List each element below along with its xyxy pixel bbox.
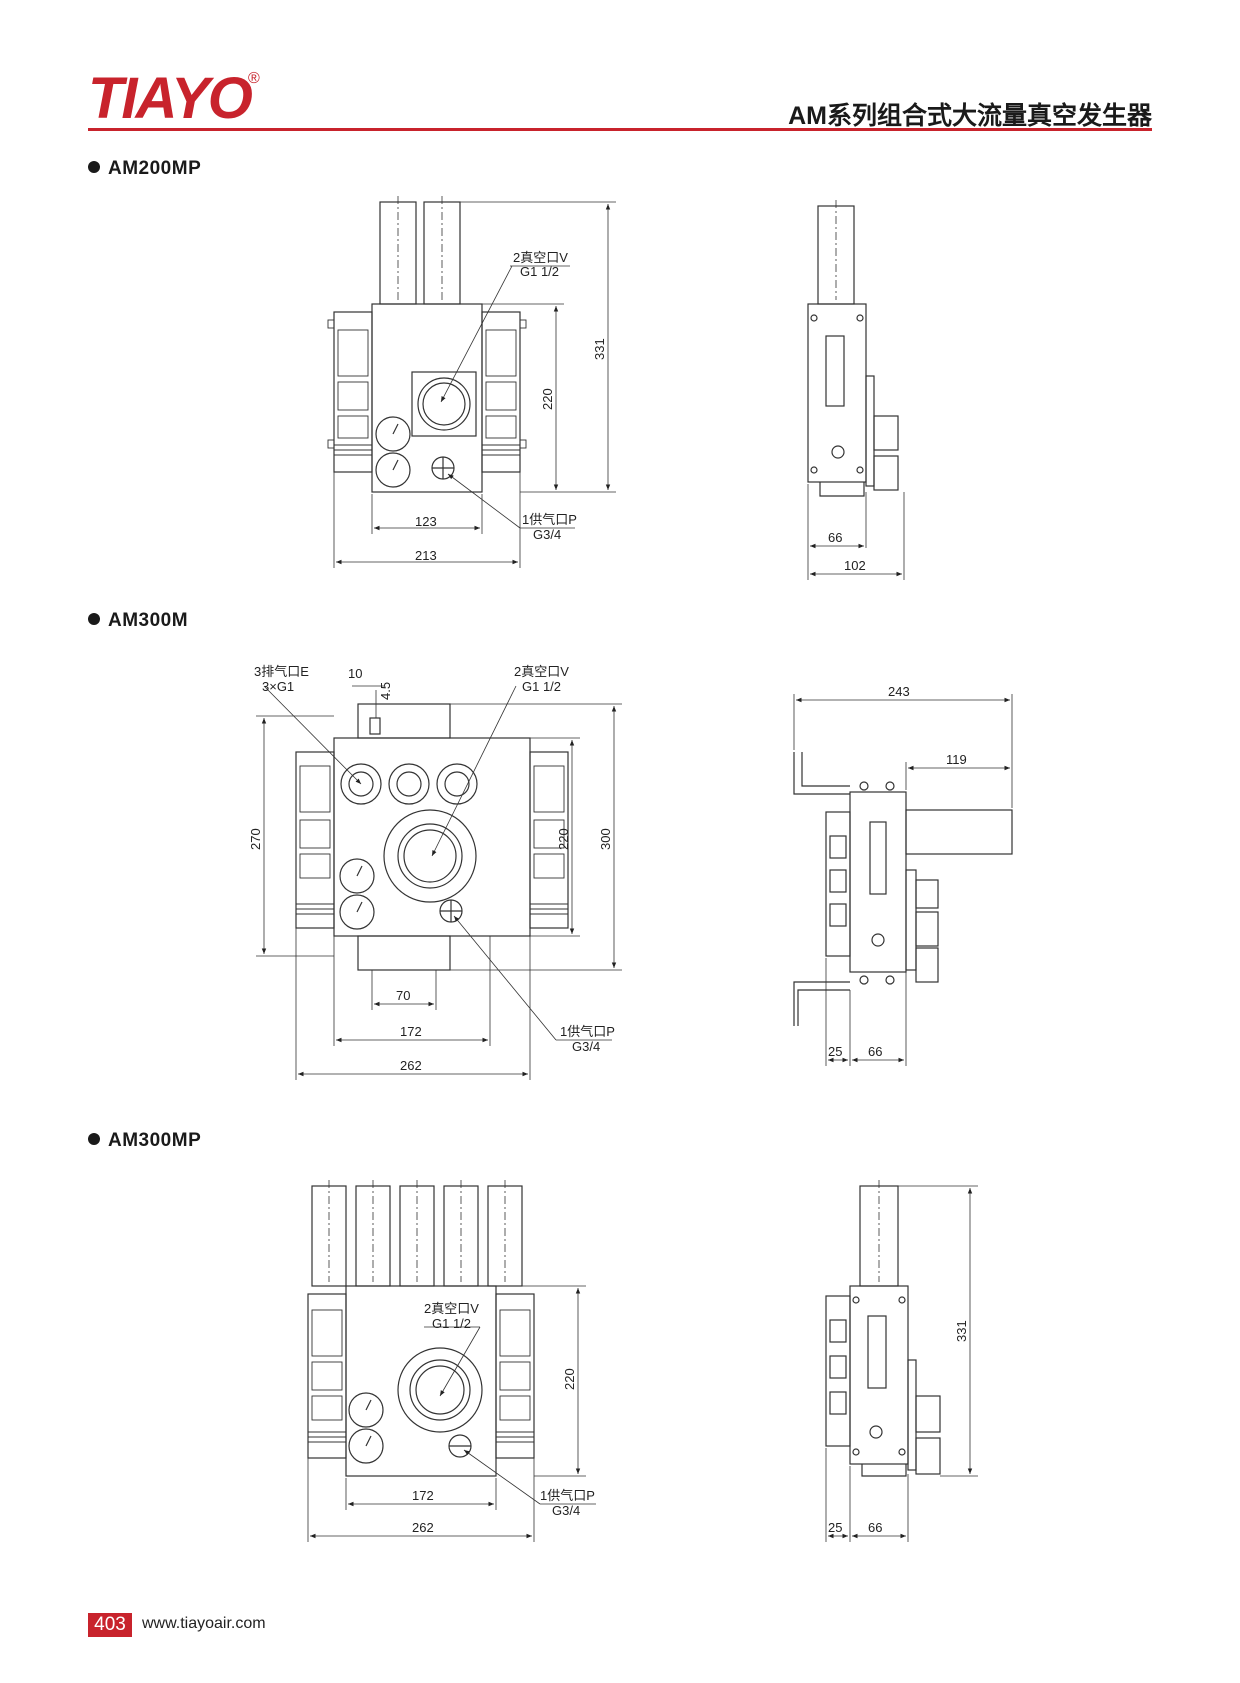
dim-300: 300 — [598, 828, 613, 850]
dim-119: 119 — [946, 752, 967, 767]
dim-10: 10 — [348, 666, 362, 681]
dim-262: 262 — [400, 1058, 422, 1073]
supply-thread-label: G3/4 — [572, 1039, 600, 1054]
vacuum-thread-label: G1 1/2 — [432, 1316, 471, 1331]
am300m-front-dims — [256, 685, 622, 1080]
dim-172: 172 — [412, 1488, 434, 1503]
section-title-text: AM300M — [108, 610, 189, 631]
vacuum-thread-label: G1 1/2 — [522, 679, 561, 694]
dim-66: 66 — [868, 1044, 882, 1059]
dim-66: 66 — [868, 1520, 882, 1535]
section-title-text: AM200MP — [108, 158, 202, 179]
am300mp-side-view — [825, 1180, 941, 1477]
exhaust-thread-label: 3×G1 — [262, 679, 294, 694]
am200mp-side-dims — [807, 484, 905, 580]
page-title: AM系列组合式大流量真空发生器 — [788, 102, 1152, 130]
vacuum-port-label: 2真空口V — [424, 1301, 479, 1316]
am300mp-side-dims — [825, 1185, 978, 1542]
am300mp-side-labels: 331 25 66 — [828, 1320, 969, 1535]
supply-port-label: 1供气口P — [540, 1488, 595, 1503]
am200mp-side-labels: 66 102 — [828, 530, 866, 573]
brand-logo: TIAYO — [88, 66, 253, 131]
dim-102: 102 — [844, 558, 866, 573]
supply-port-label: 1供气口P — [522, 512, 577, 527]
am300m-side-dims — [793, 694, 1013, 1066]
vacuum-port-label: 2真空口V — [514, 664, 569, 679]
dim-270: 270 — [248, 828, 263, 850]
am300m-side-view — [793, 752, 1013, 1026]
dim-66: 66 — [828, 530, 842, 545]
dim-25: 25 — [828, 1044, 842, 1059]
am300mp-front-dims — [307, 1285, 596, 1542]
vacuum-thread-label: G1 1/2 — [520, 264, 559, 279]
am200mp-front-dims — [333, 201, 616, 568]
supply-thread-label: G3/4 — [533, 527, 561, 542]
am300mp-front-view — [307, 1180, 535, 1477]
dim-262: 262 — [412, 1520, 434, 1535]
am300mp-front-labels: 2真空口V G1 1/2 220 172 262 1供气口P G3/4 — [412, 1301, 595, 1535]
website-link[interactable]: www.tiayoair.com — [142, 1615, 266, 1632]
dim-172: 172 — [400, 1024, 422, 1039]
section-title-text: AM300MP — [108, 1130, 202, 1151]
dim-220: 220 — [562, 1368, 577, 1390]
dim-4-5: 4.5 — [378, 682, 393, 700]
exhaust-port-label: 3排气口E — [254, 664, 309, 679]
am300m-side-labels: 243 119 25 66 — [828, 684, 967, 1059]
am300m-front-labels: 3排气口E 3×G1 10 4.5 2真空口V G1 1/2 270 220 3… — [248, 664, 615, 1073]
am300m-front-view — [295, 703, 569, 971]
supply-thread-label: G3/4 — [552, 1503, 580, 1518]
section-title-am200mp: AM200MP — [88, 158, 201, 180]
dim-25: 25 — [828, 1520, 842, 1535]
section-title-am300m: AM300M — [88, 610, 188, 632]
dim-220: 220 — [540, 388, 555, 410]
am200mp-front-labels: 2真空口V G1 1/2 1供气口P G3/4 331 220 123 213 — [415, 250, 607, 563]
supply-port-label: 1供气口P — [560, 1024, 615, 1039]
dim-243: 243 — [888, 684, 910, 699]
page-number: 403 — [88, 1613, 132, 1637]
dim-331: 331 — [954, 1320, 969, 1342]
dim-70: 70 — [396, 988, 410, 1003]
am200mp-side-view — [807, 200, 899, 497]
am200mp-front-view — [327, 196, 527, 493]
section-title-am300mp: AM300MP — [88, 1130, 201, 1152]
header-rule — [88, 128, 1152, 131]
dim-123: 123 — [415, 514, 437, 529]
dim-220: 220 — [556, 828, 571, 850]
vacuum-port-label: 2真空口V — [513, 250, 568, 265]
bullet-icon — [88, 613, 100, 625]
dim-213: 213 — [415, 548, 437, 563]
dim-331: 331 — [592, 338, 607, 360]
bullet-icon — [88, 161, 100, 173]
registered-mark: ® — [248, 70, 260, 87]
bullet-icon — [88, 1133, 100, 1145]
